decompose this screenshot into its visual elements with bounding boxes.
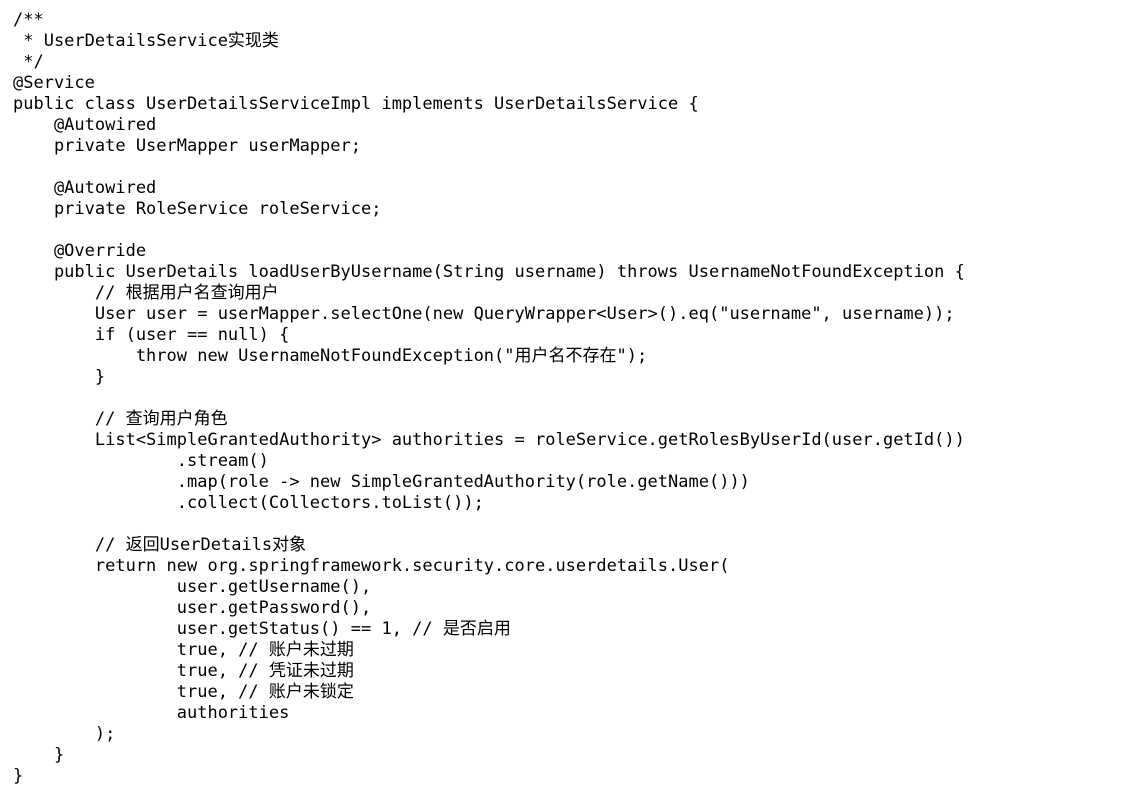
code-line <box>13 388 1133 409</box>
code-line: } <box>13 745 65 765</box>
code-line: // 查询用户角色 <box>13 409 228 429</box>
code-line: if (user == null) { <box>13 325 290 345</box>
code-line: true, // 账户未锁定 <box>13 682 354 702</box>
code-line: true, // 账户未过期 <box>13 640 354 660</box>
code-line: } <box>13 766 24 786</box>
code-line: private UserMapper userMapper; <box>13 136 361 156</box>
code-line: throw new UsernameNotFoundException("用户名… <box>13 346 648 366</box>
code-line: @Override <box>13 241 147 261</box>
code-line: .stream() <box>13 451 269 471</box>
code-line <box>13 157 1133 178</box>
code-line: authorities <box>13 703 290 723</box>
code-line: @Autowired <box>13 115 157 135</box>
code-line: private RoleService roleService; <box>13 199 382 219</box>
code-line: public class UserDetailsServiceImpl impl… <box>13 94 699 114</box>
code-line: user.getStatus() == 1, // 是否启用 <box>13 619 511 639</box>
code-line: user.getPassword(), <box>13 598 372 618</box>
code-line: */ <box>13 52 44 72</box>
code-line: return new org.springframework.security.… <box>13 556 730 576</box>
code-line: // 返回UserDetails对象 <box>13 535 307 555</box>
code-line: } <box>13 367 106 387</box>
code-line: @Service <box>13 73 95 93</box>
code-line: * UserDetailsService实现类 <box>13 31 279 51</box>
code-line: List<SimpleGrantedAuthority> authorities… <box>13 430 965 450</box>
code-line: .map(role -> new SimpleGrantedAuthority(… <box>13 472 750 492</box>
code-line: /** <box>13 10 44 30</box>
code-line: // 根据用户名查询用户 <box>13 283 279 303</box>
code-line: .collect(Collectors.toList()); <box>13 493 484 513</box>
code-line: user.getUsername(), <box>13 577 372 597</box>
code-line: User user = userMapper.selectOne(new Que… <box>13 304 955 324</box>
code-line <box>13 514 1133 535</box>
code-line: public UserDetails loadUserByUsername(St… <box>13 262 965 282</box>
code-line: ); <box>13 724 116 744</box>
code-line: true, // 凭证未过期 <box>13 661 354 681</box>
code-line: @Autowired <box>13 178 157 198</box>
code-line <box>13 220 1133 241</box>
